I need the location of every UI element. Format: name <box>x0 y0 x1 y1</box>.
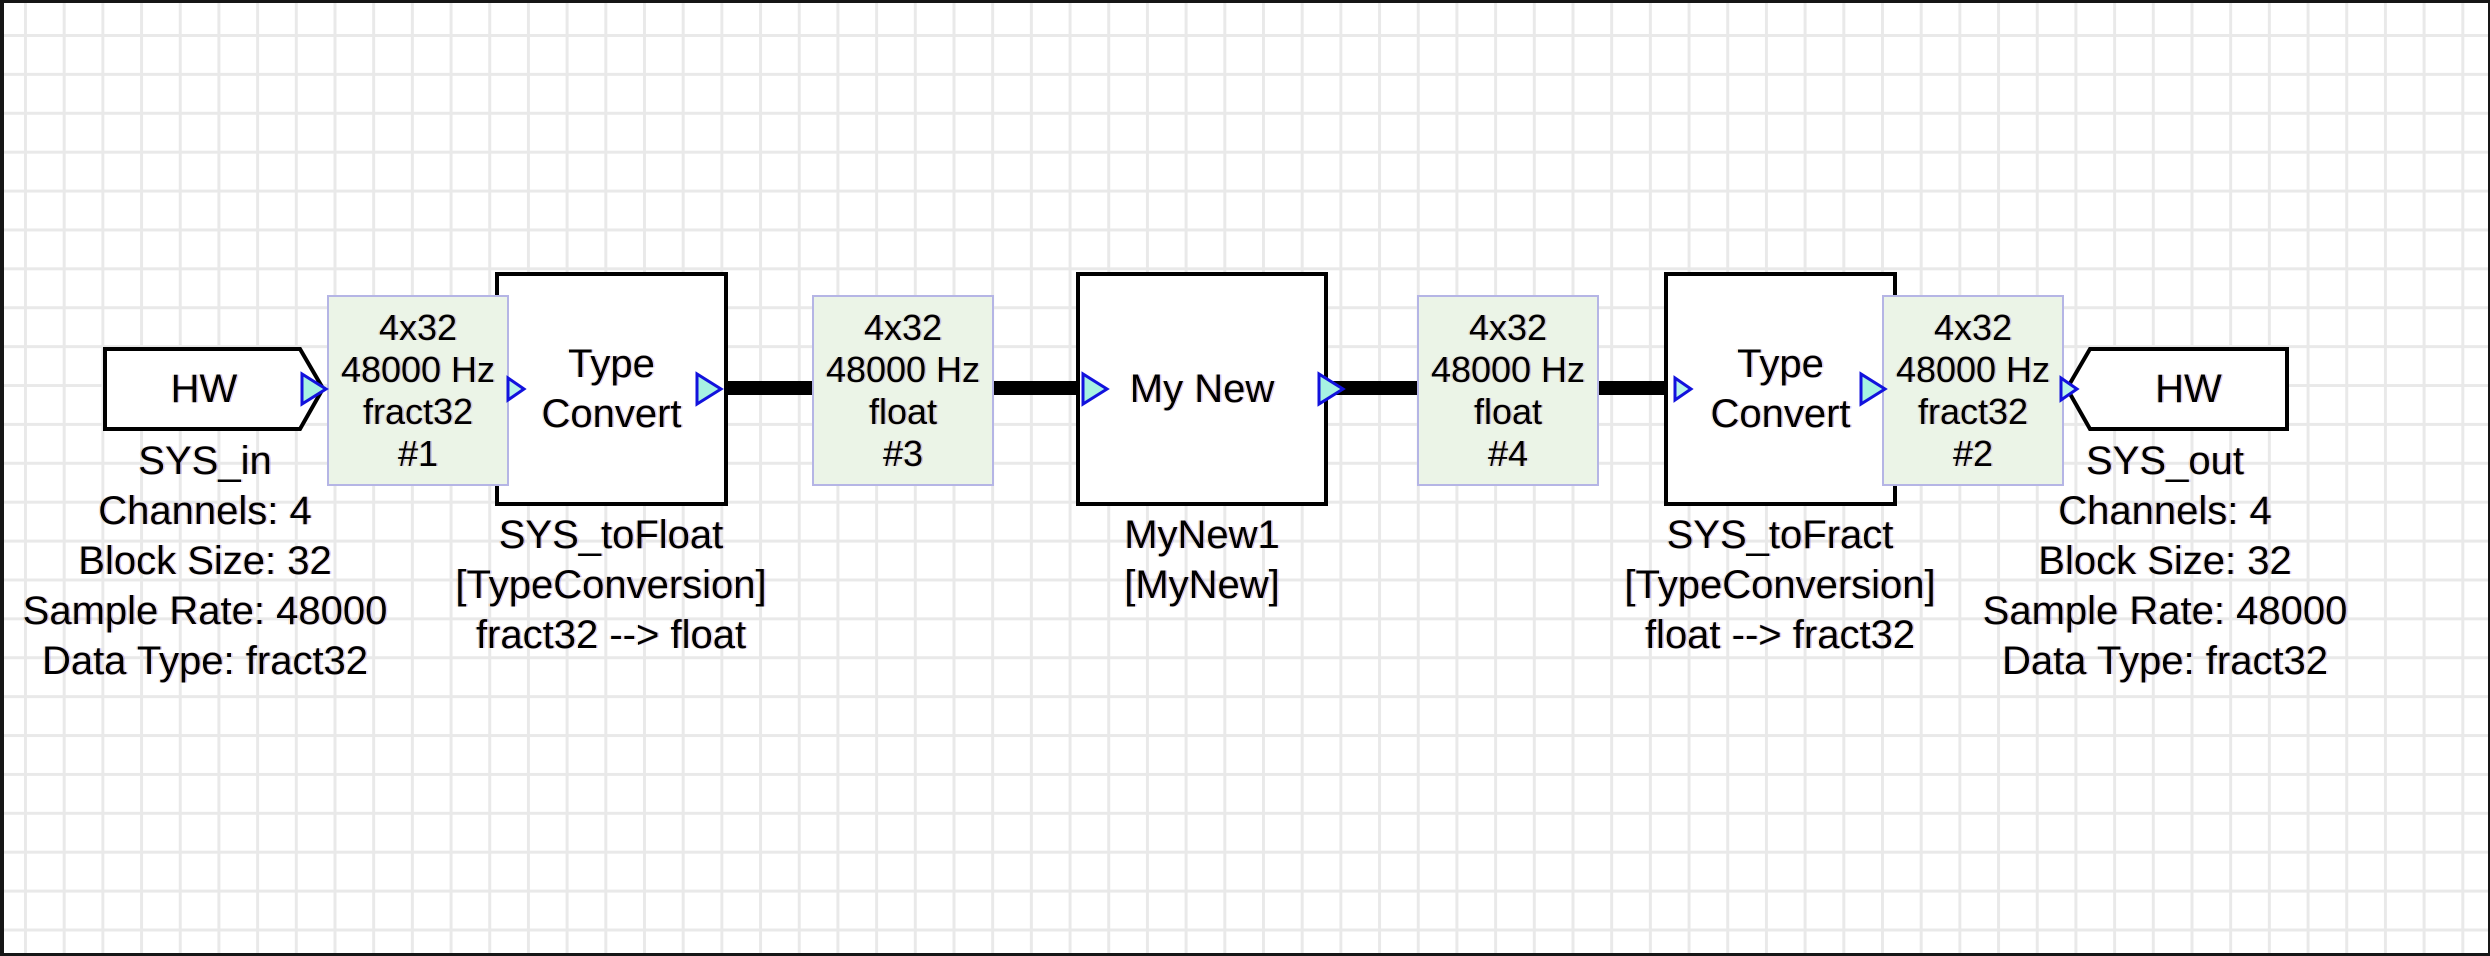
hw-output-sample-rate: Sample Rate: 48000 <box>1982 589 2348 633</box>
wire-label-2-id: #2 <box>1952 432 1994 474</box>
type-convert-2-class: [TypeConversion] <box>1624 563 1936 607</box>
canvas-border-right <box>2488 0 2490 956</box>
hw-output-name: SYS_out <box>2086 439 2244 483</box>
wire-label-3-id: #3 <box>882 432 924 474</box>
type-convert-1-label: Type Convert <box>541 342 682 436</box>
wire-label-4-dims: 4x32 <box>1468 306 1548 348</box>
type-convert-1-conversion: fract32 --> float <box>475 613 747 657</box>
wire-mynew-to-label4[interactable] <box>1324 381 1421 395</box>
type-convert-2-output-port-icon[interactable] <box>1858 369 1888 409</box>
wire-label-3-rate: 48000 Hz <box>825 348 981 390</box>
type-convert-2-block[interactable]: Type Convert <box>1664 272 1897 506</box>
wire-label-3-dims: 4x32 <box>863 306 943 348</box>
type-convert-2-name: SYS_toFract <box>1666 513 1894 557</box>
canvas-border-bottom <box>0 953 2490 956</box>
type-convert-2-conversion: float --> fract32 <box>1644 613 1916 657</box>
hw-input-block-size: Block Size: 32 <box>78 539 332 583</box>
hw-output-channels: Channels: 4 <box>2058 489 2272 533</box>
canvas-border-top <box>0 0 2490 3</box>
wire-label-4-type: float <box>1473 390 1543 432</box>
type-convert-1-class: [TypeConversion] <box>455 563 767 607</box>
hw-input-data-type: Data Type: fract32 <box>41 639 369 683</box>
wire-label4-to-tc2[interactable] <box>1596 381 1668 395</box>
my-new-input-port-icon[interactable] <box>1080 369 1110 409</box>
wire-label-4-rate: 48000 Hz <box>1430 348 1586 390</box>
my-new-class: [MyNew] <box>1124 563 1280 607</box>
type-convert-1-block[interactable]: Type Convert <box>495 272 728 506</box>
type-convert-1-input-port-icon[interactable] <box>505 374 531 404</box>
hw-output-input-port-icon[interactable] <box>2058 374 2084 404</box>
wire-label-2-rate: 48000 Hz <box>1895 348 2051 390</box>
my-new-name: MyNew1 <box>1124 513 1280 557</box>
my-new-label: My New <box>1129 367 1275 411</box>
wire-label-1-type: fract32 <box>362 390 474 432</box>
hw-output-caption: SYS_out Channels: 4 Block Size: 32 Sampl… <box>1983 436 2348 686</box>
hw-input-block[interactable] <box>101 345 329 433</box>
type-convert-2-input-port-icon[interactable] <box>1672 374 1698 404</box>
wire-label-3[interactable]: 4x32 48000 Hz float #3 <box>812 295 994 486</box>
hw-output-block[interactable] <box>2061 345 2291 433</box>
wire-label3-to-mynew[interactable] <box>990 381 1080 395</box>
hw-input-channels: Channels: 4 <box>98 489 312 533</box>
canvas-border-left <box>0 0 4 956</box>
hw-output-data-type: Data Type: fract32 <box>2001 639 2329 683</box>
hw-input-caption: SYS_in Channels: 4 Block Size: 32 Sample… <box>23 436 388 686</box>
wire-label-4-id: #4 <box>1487 432 1529 474</box>
hw-input-label: HW <box>170 367 238 411</box>
wire-label-1-dims: 4x32 <box>378 306 458 348</box>
type-convert-1-caption: SYS_toFloat [TypeConversion] fract32 -->… <box>455 510 766 660</box>
hw-input-name: SYS_in <box>138 439 272 483</box>
my-new-caption: MyNew1 [MyNew] <box>1124 510 1280 610</box>
my-new-output-port-icon[interactable] <box>1316 369 1346 409</box>
type-convert-1-name: SYS_toFloat <box>498 513 724 557</box>
wire-label-4[interactable]: 4x32 48000 Hz float #4 <box>1417 295 1599 486</box>
wire-label-2-type: fract32 <box>1917 390 2029 432</box>
hw-input-sample-rate: Sample Rate: 48000 <box>22 589 388 633</box>
wire-label-1-rate: 48000 Hz <box>340 348 496 390</box>
wire-label-2-dims: 4x32 <box>1933 306 2013 348</box>
wire-label-3-type: float <box>868 390 938 432</box>
wire-label-1[interactable]: 4x32 48000 Hz fract32 #1 <box>327 295 509 486</box>
hw-output-block-size: Block Size: 32 <box>2038 539 2292 583</box>
type-convert-2-label: Type Convert <box>1710 342 1851 436</box>
hw-output-label: HW <box>2155 367 2222 411</box>
wire-tc1-to-label3[interactable] <box>722 381 816 395</box>
type-convert-2-caption: SYS_toFract [TypeConversion] float --> f… <box>1624 510 1935 660</box>
type-convert-1-output-port-icon[interactable] <box>694 369 724 409</box>
wire-label-1-id: #1 <box>397 432 439 474</box>
hw-input-output-port-icon[interactable] <box>299 369 329 409</box>
my-new-block[interactable]: My New <box>1076 272 1328 506</box>
